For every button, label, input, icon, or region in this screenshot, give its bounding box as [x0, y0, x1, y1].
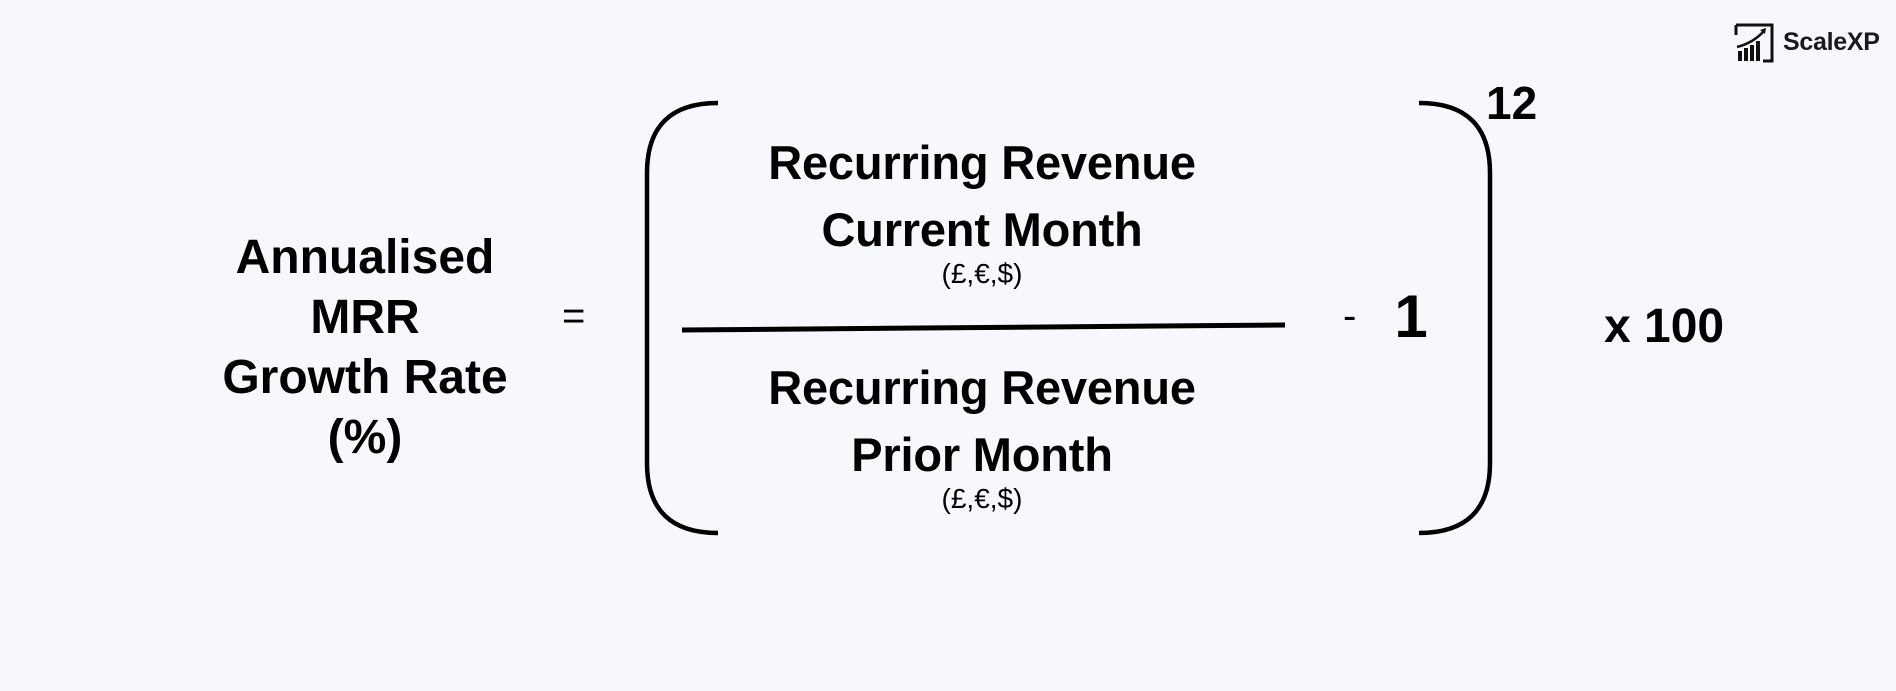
numerator-unit: (£,€,$) [941, 258, 1023, 289]
minus-sign: - [1343, 294, 1357, 338]
multiplier: x 100 [1604, 300, 1725, 353]
lhs-line: (%) [327, 411, 403, 464]
fraction-bar [681, 322, 1286, 333]
denominator-line: Recurring Revenue [768, 361, 1196, 414]
numerator-line: Current Month [821, 203, 1143, 256]
denominator-unit: (£,€,$) [941, 483, 1023, 514]
equals-sign: = [562, 294, 586, 338]
numerator-line: Recurring Revenue [768, 136, 1196, 189]
left-parenthesis [644, 100, 719, 536]
right-parenthesis [1418, 100, 1493, 536]
bar-chart-growth-icon [1734, 23, 1774, 63]
minus-one-term: -1 [1343, 286, 1428, 347]
lhs-line: Growth Rate [222, 351, 508, 404]
denominator: Recurring Revenue Prior Month (£,€,$) [682, 354, 1282, 514]
one: 1 [1394, 283, 1428, 350]
brand-name: ScaleXP [1783, 27, 1880, 56]
lhs-line: Annualised [235, 231, 495, 284]
exponent: 12 [1486, 77, 1538, 129]
scalexp-logo: ScaleXP [1733, 21, 1880, 63]
denominator-line: Prior Month [851, 428, 1113, 481]
lhs-line: MRR [310, 291, 420, 344]
formula-lhs-label: Annualised MRR Growth Rate (%) [195, 228, 535, 468]
numerator: Recurring Revenue Current Month (£,€,$) [682, 129, 1282, 289]
